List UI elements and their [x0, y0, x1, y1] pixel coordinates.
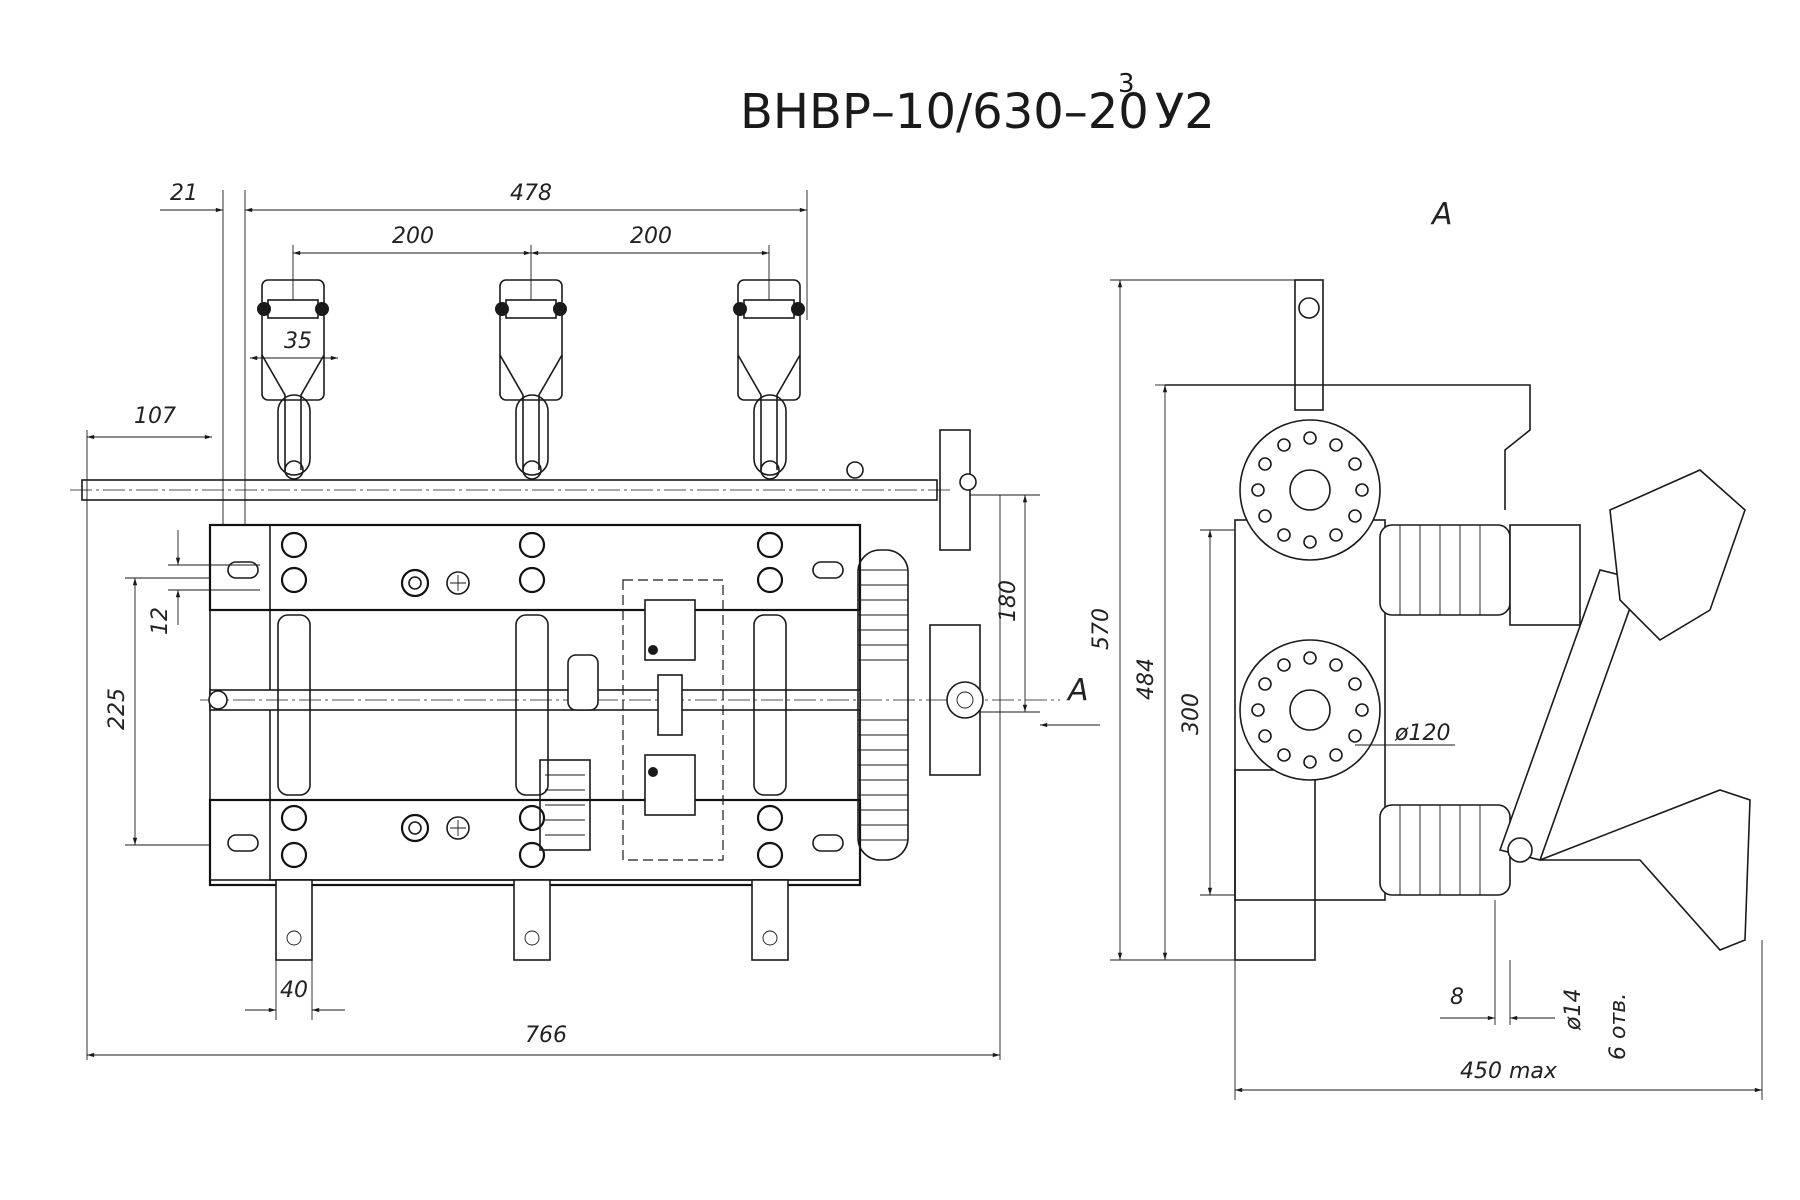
dim-40: 40 — [280, 978, 308, 1003]
lower-insulator — [1379, 804, 1511, 896]
front-view: 21 478 200 200 35 107 12 225 180 40 — [70, 181, 1100, 1060]
dim-14: ø14 — [1561, 989, 1586, 1031]
pole-left — [257, 279, 329, 961]
upper-insulator — [1379, 524, 1511, 616]
disc-bolt-hole — [1329, 528, 1343, 542]
disc-bolt-hole — [1258, 729, 1272, 743]
dim-484: 484 — [1134, 658, 1159, 700]
disc-bolt-hole — [1303, 431, 1317, 445]
disc-bolt-hole — [1348, 457, 1362, 471]
dim-570: 570 — [1089, 608, 1114, 650]
disc-bolt-hole — [1329, 438, 1343, 452]
view-arrow-label: А — [1066, 673, 1089, 708]
dim-21: 21 — [170, 181, 198, 206]
dim-8: 8 — [1450, 985, 1464, 1010]
dim-225: 225 — [105, 688, 130, 730]
disc-bolt-hole — [1303, 755, 1317, 769]
dim-200-left: 200 — [392, 224, 434, 249]
dim-766: 766 — [525, 1023, 567, 1048]
title-superscript: 3 — [1118, 69, 1135, 99]
disc-bolt-hole — [1348, 729, 1362, 743]
upper-plate — [208, 523, 862, 612]
disc-bolt-hole — [1277, 528, 1291, 542]
holes-count: 6 отв. — [1606, 993, 1631, 1060]
auxiliary-contacts-dashed — [622, 579, 724, 861]
disc-bolt-hole — [1258, 457, 1272, 471]
dim-120: ø120 — [1394, 721, 1450, 746]
disc-bolt-hole — [1348, 677, 1362, 691]
drawing-title: ВНВР–10/630–20 3 У2 — [740, 69, 1215, 140]
dim-107: 107 — [134, 404, 176, 429]
title-suffix: У2 — [1155, 84, 1215, 140]
lower-blade — [1539, 789, 1751, 951]
dim-450-max: 450 max — [1460, 1059, 1558, 1084]
dim-300: 300 — [1179, 693, 1204, 735]
disc-bolt-hole — [1329, 658, 1343, 672]
upper-bracket — [1509, 524, 1581, 626]
disc-bolt-hole — [1303, 535, 1317, 549]
disc-bolt-hole — [1251, 483, 1265, 497]
disc-bolt-hole — [1277, 658, 1291, 672]
dim-478: 478 — [510, 181, 552, 206]
lower-disc — [1239, 639, 1381, 781]
disc-bolt-hole — [1355, 703, 1369, 717]
side-view-a: А 570 484 — [1089, 197, 1763, 1100]
dim-35: 35 — [284, 329, 312, 354]
disc-bolt-hole — [1258, 509, 1272, 523]
slot-hole — [227, 561, 259, 579]
pole-right — [733, 279, 805, 961]
disc-bolt-hole — [1348, 509, 1362, 523]
disc-bolt-hole — [1277, 748, 1291, 762]
upper-disc — [1239, 419, 1381, 561]
disc-bolt-hole — [1277, 438, 1291, 452]
disc-bolt-hole — [1258, 677, 1272, 691]
slot-hole — [812, 834, 844, 852]
disc-bolt-hole — [1303, 651, 1317, 665]
title-main: ВНВР–10/630–20 — [740, 84, 1149, 140]
slot-hole — [227, 834, 259, 852]
blade-head — [1609, 469, 1746, 642]
disc-bolt-hole — [1355, 483, 1369, 497]
side-view-label: А — [1430, 197, 1453, 232]
slot-hole — [812, 561, 844, 579]
disc-bolt-hole — [1251, 703, 1265, 717]
pole-center — [495, 279, 567, 961]
dim-12: 12 — [148, 607, 173, 635]
disc-bolt-hole — [1329, 748, 1343, 762]
dim-200-right: 200 — [630, 224, 672, 249]
spring — [857, 549, 909, 861]
